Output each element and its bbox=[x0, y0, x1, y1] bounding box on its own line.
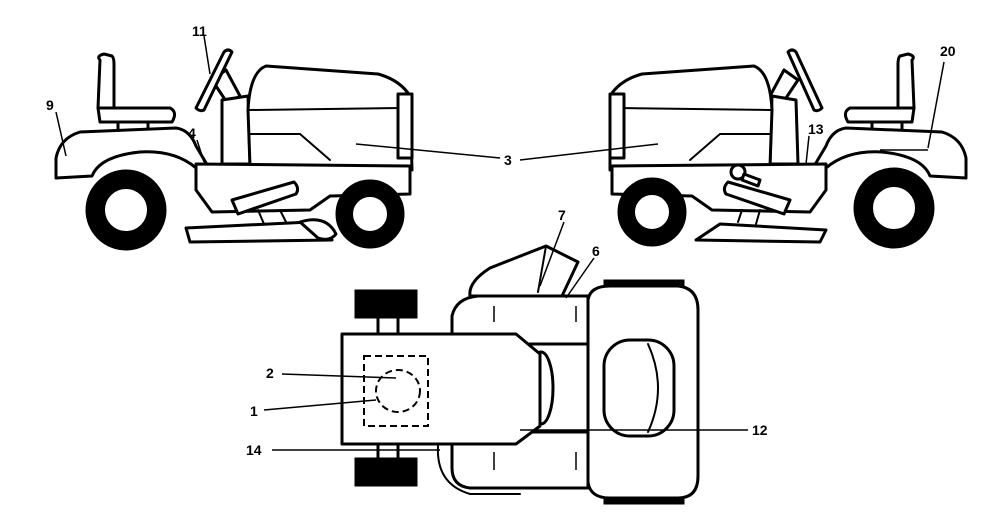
seat-back-right bbox=[896, 52, 916, 114]
seat-base-left bbox=[96, 106, 177, 124]
engine-outline bbox=[363, 355, 429, 427]
callout-1: 1 bbox=[250, 403, 258, 419]
rear-hub-right bbox=[871, 185, 917, 231]
deck-hanger-left bbox=[257, 209, 287, 225]
leader-9 bbox=[55, 111, 67, 157]
deck-hanger-right bbox=[737, 209, 761, 225]
rear-hub-left bbox=[103, 187, 149, 233]
tractor-left-side-view bbox=[54, 48, 414, 251]
grille-right bbox=[608, 92, 626, 160]
hood-panel-right bbox=[689, 133, 771, 161]
chute-edge-top bbox=[537, 245, 547, 293]
engine-label-outline bbox=[375, 369, 421, 413]
leader-13 bbox=[805, 135, 810, 165]
callout-12: 12 bbox=[752, 422, 768, 438]
hood-left bbox=[246, 64, 414, 172]
callout-14: 14 bbox=[246, 442, 262, 458]
deck-lever-right bbox=[722, 180, 792, 216]
deck-lever-left bbox=[230, 180, 300, 216]
leader-1 bbox=[263, 399, 377, 411]
front-hub-left bbox=[351, 195, 389, 233]
front-wheel-top-a bbox=[354, 289, 418, 319]
tractor-right-side-view bbox=[608, 48, 968, 249]
discharge-chute-top bbox=[468, 244, 580, 298]
leader-2 bbox=[281, 373, 397, 379]
leader-11 bbox=[203, 35, 211, 75]
lift-handle-right bbox=[740, 172, 762, 188]
dash-tower-right bbox=[768, 94, 800, 166]
front-hub-right bbox=[633, 193, 671, 231]
leader-4 bbox=[196, 139, 205, 163]
leader-3-right bbox=[519, 143, 659, 161]
callout-13: 13 bbox=[808, 121, 824, 137]
steering-wheel-left bbox=[194, 48, 234, 113]
hood-panel-left bbox=[249, 133, 331, 161]
callout-2: 2 bbox=[266, 365, 274, 381]
mower-deck-right bbox=[694, 222, 828, 244]
front-wheel-top-b bbox=[354, 457, 418, 487]
callout-6: 6 bbox=[592, 243, 600, 259]
callout-20: 20 bbox=[940, 43, 956, 59]
callout-numbers: 11 9 4 3 13 20 7 6 2 1 14 12 bbox=[46, 23, 956, 458]
seat-base-right bbox=[843, 106, 916, 124]
lift-knob-right bbox=[729, 163, 747, 181]
tractor-top-view bbox=[340, 244, 700, 505]
callout-7: 7 bbox=[558, 207, 566, 223]
leader-lines bbox=[55, 35, 945, 451]
leader-7 bbox=[539, 221, 565, 287]
grille-left bbox=[396, 92, 414, 160]
leader-3-left bbox=[355, 143, 501, 159]
mower-deck-left bbox=[184, 220, 334, 244]
discharge-chute-left bbox=[298, 218, 338, 241]
leader-20 bbox=[927, 61, 945, 149]
leader-6 bbox=[565, 257, 595, 299]
hood-right bbox=[608, 64, 774, 172]
callout-4: 4 bbox=[188, 125, 196, 141]
steering-wheel-right bbox=[786, 48, 824, 113]
seat-contour-top bbox=[647, 343, 659, 433]
callout-11: 11 bbox=[192, 23, 207, 39]
seat-back-left bbox=[96, 52, 116, 114]
callout-3: 3 bbox=[504, 152, 512, 168]
callout-9: 9 bbox=[46, 97, 54, 113]
dash-tower-left bbox=[220, 94, 252, 166]
hood-top bbox=[340, 332, 542, 446]
seat-top bbox=[602, 338, 676, 438]
belt-guard-top bbox=[436, 445, 521, 495]
